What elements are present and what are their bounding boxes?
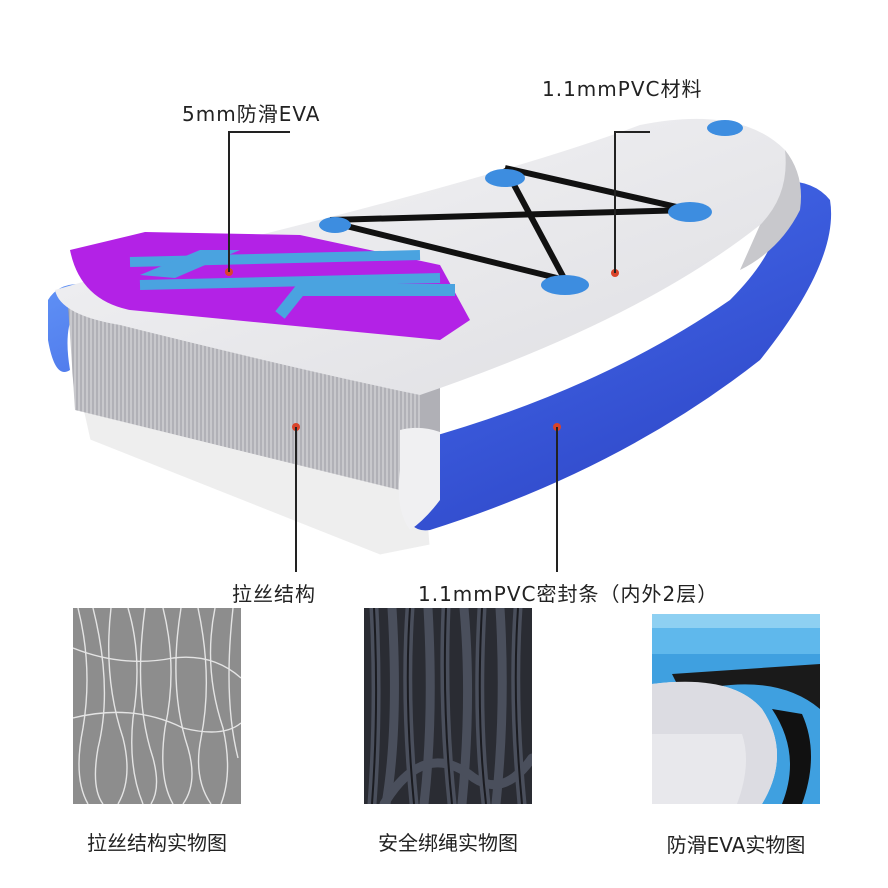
pvc-seal-label: 1.1mmPVC密封条（内外2层） (418, 578, 718, 607)
bungee-photo (364, 608, 532, 804)
board-diagram (0, 0, 888, 600)
eva-label: 5mm防滑EVA (182, 98, 320, 127)
drop-stitch-photo (73, 608, 241, 804)
eva-caption: 防滑EVA实物图 (642, 829, 830, 858)
eva-photo (652, 614, 820, 804)
drop-stitch-caption: 拉丝结构实物图 (73, 827, 241, 856)
pvc-material-label: 1.1mmPVC材料 (542, 73, 702, 102)
drop-stitch-label: 拉丝结构 (232, 578, 316, 607)
bungee-caption: 安全绑绳实物图 (356, 827, 540, 856)
